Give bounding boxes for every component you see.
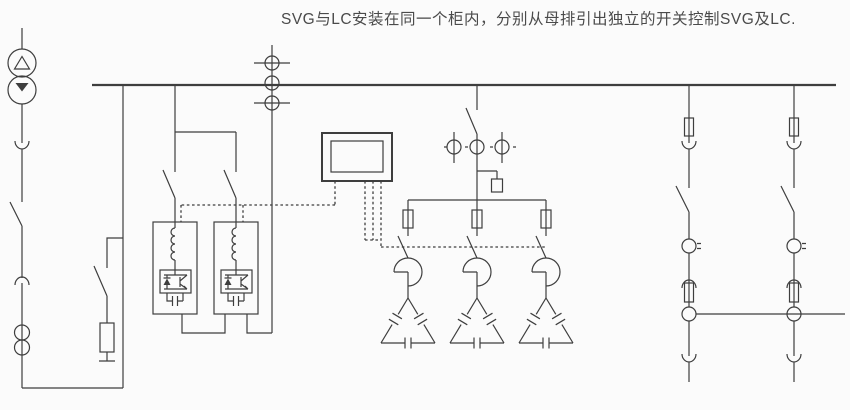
control-line-to-lc-switches	[364, 181, 546, 248]
ct-leads	[254, 62, 290, 104]
arrester-icon	[490, 178, 504, 193]
lc-filter-branch-1	[380, 199, 436, 350]
module-output-links	[181, 314, 272, 334]
page-title: SVG与LC安装在同一个柜内，分别从母排引出独立的开关控制SVG及LC.	[281, 11, 796, 28]
svg-power-module-2	[213, 221, 259, 315]
earth-icon	[99, 352, 115, 362]
transformer-primary-icon	[7, 48, 37, 78]
delta-winding-mark	[13, 55, 31, 70]
feed-lines	[174, 85, 236, 133]
outgoing-feeder-1	[675, 84, 702, 383]
svg-branch-feed	[162, 85, 237, 222]
current-transformer-icon	[13, 339, 31, 356]
branch-lead	[106, 237, 123, 268]
controller-outer-frame	[321, 132, 393, 182]
controller-screen	[330, 140, 384, 173]
ct-leads	[453, 132, 503, 163]
switch-blade-icon	[162, 132, 176, 222]
breaker-blade-icon	[9, 201, 23, 278]
switch-blade-icon	[465, 85, 478, 200]
ct-icon	[264, 75, 280, 91]
control-line-to-svg-modules	[180, 181, 336, 222]
arrester-stub	[477, 170, 498, 179]
bottom-routing-line	[22, 85, 124, 389]
bus-measurement-cts	[254, 45, 290, 333]
svg-power-module-1	[152, 221, 198, 315]
contact-arc-icon	[14, 276, 30, 286]
outgoing-feeder-2	[780, 84, 807, 383]
lc-filter-branch-3	[518, 199, 574, 350]
incomer-feeder	[7, 28, 124, 389]
lc-main-incoming	[408, 85, 546, 201]
resistor-icon	[99, 322, 115, 353]
wye-winding-mark	[15, 83, 29, 92]
lc-filter-branch-2	[449, 199, 505, 350]
switch-blade-icon	[93, 265, 108, 323]
control-dashed-wiring	[180, 181, 546, 248]
link-line	[246, 314, 272, 334]
switch-blade-icon	[223, 132, 237, 222]
phase-ct-icon	[469, 139, 485, 155]
grounding-resistor-branch	[93, 237, 123, 362]
plug-contact-icon	[14, 135, 30, 202]
svg-controller	[321, 132, 393, 182]
link-line	[181, 314, 226, 334]
